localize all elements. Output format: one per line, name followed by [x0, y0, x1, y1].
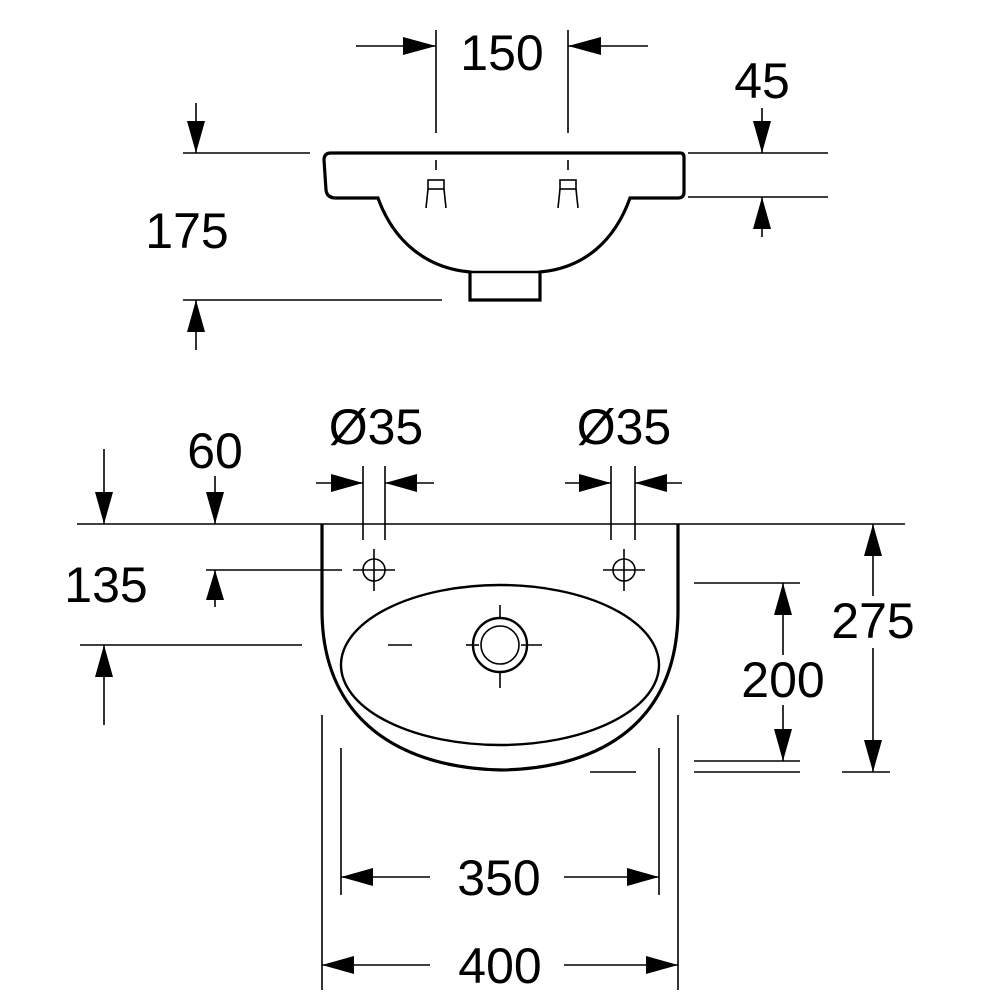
dim-label-tap-hole-right: Ø35 — [577, 399, 672, 455]
dim-tap-spacing: 150 — [356, 25, 648, 133]
drain — [388, 605, 542, 688]
tap-hole-left — [353, 549, 395, 591]
side-elevation: 150 45 175 — [145, 25, 828, 350]
dim-total-depth: 175 — [145, 103, 442, 350]
dim-bowl-depth: 200 — [590, 582, 825, 773]
dim-label-tap-hole-left: Ø35 — [329, 399, 424, 455]
dim-label-tap-spacing: 150 — [460, 25, 543, 81]
tap-hole-right — [603, 549, 645, 591]
dim-rim-thickness: 45 — [688, 53, 828, 237]
dim-label-bowl-width: 350 — [457, 850, 540, 906]
dim-tap-hole-left: Ø35 — [316, 399, 434, 540]
dim-drain-offset: 135 — [64, 449, 302, 725]
dim-overall-width: 400 — [321, 715, 679, 994]
dim-label-tap-offset: 60 — [187, 423, 243, 479]
dim-projection: 275 — [831, 524, 915, 773]
bowl-outline — [339, 583, 661, 747]
dim-tap-hole-right: Ø35 — [565, 399, 682, 540]
dim-tap-offset: 60 — [187, 423, 342, 607]
dim-label-bowl-depth: 200 — [741, 652, 824, 708]
tap-hole-hidden-left — [425, 160, 447, 209]
dim-label-drain-offset: 135 — [64, 557, 147, 613]
dim-label-rim-thickness: 45 — [734, 53, 790, 109]
basin-side-outline — [322, 151, 686, 302]
basin-plan-outline — [320, 524, 680, 772]
dim-label-overall-width: 400 — [458, 938, 541, 994]
plan-view: Ø35 Ø35 60 135 — [64, 399, 914, 994]
tap-hole-hidden-right — [557, 160, 579, 209]
dim-label-projection: 275 — [831, 593, 914, 649]
dim-label-total-depth: 175 — [145, 203, 228, 259]
dim-bowl-width: 350 — [340, 748, 660, 906]
